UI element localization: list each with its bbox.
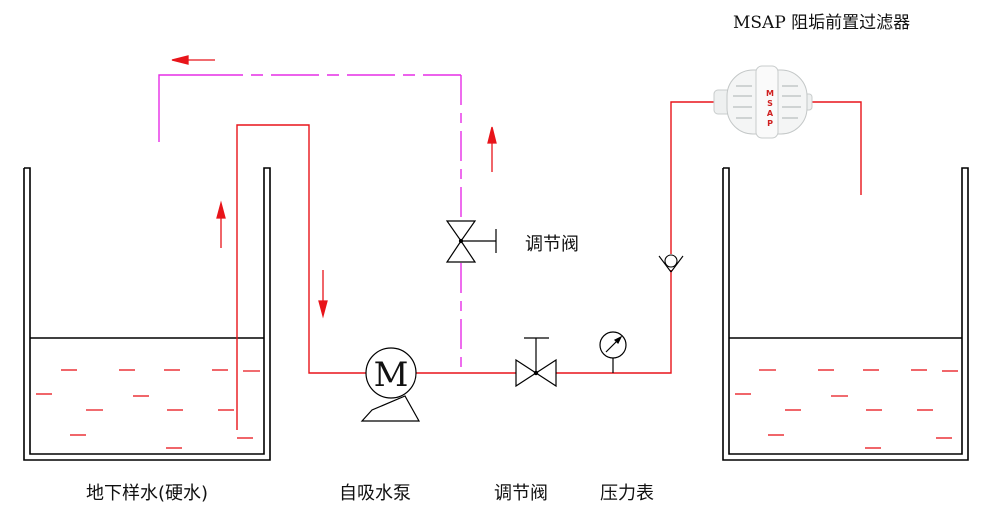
main-valve-icon xyxy=(515,337,557,388)
source-tank-water-marks xyxy=(36,369,260,449)
pump-symbol: M xyxy=(374,355,409,395)
main-valve-label: 调节阀 xyxy=(494,483,548,504)
filter-brand-s: S xyxy=(767,99,773,108)
arrow-up-icon xyxy=(216,200,226,248)
check-valve-icon xyxy=(658,254,684,273)
source-tank xyxy=(23,167,271,461)
bypass-pipe xyxy=(158,74,462,373)
bypass-valve-label: 调节阀 xyxy=(525,234,579,255)
filter-inlet-pipe xyxy=(670,101,716,254)
source-tank-label: 地下样水(硬水) xyxy=(86,483,209,504)
arrow-left-icon xyxy=(171,55,215,65)
msap-filter-icon: M S A P xyxy=(713,65,813,139)
filter-brand-m: M xyxy=(766,89,774,98)
arrow-up-icon xyxy=(487,126,497,172)
bypass-valve-icon xyxy=(445,220,497,263)
filter-brand-p: P xyxy=(767,119,773,128)
flow-arrows xyxy=(171,55,497,319)
filter-outlet-pipe xyxy=(810,101,862,195)
pressure-gauge-icon xyxy=(599,331,627,373)
suction-pipe xyxy=(236,124,366,430)
pump-label: 自吸水泵 xyxy=(339,483,411,504)
pump-icon xyxy=(360,347,421,422)
diagram-title: MSAP 阻垢前置过滤器 xyxy=(733,13,911,33)
pressure-gauge-label: 压力表 xyxy=(600,483,654,504)
target-tank-water-marks xyxy=(735,369,958,449)
filter-brand-a: A xyxy=(767,109,774,118)
arrow-down-icon xyxy=(318,270,328,319)
target-tank xyxy=(722,167,969,461)
discharge-pipe-2 xyxy=(556,270,672,374)
